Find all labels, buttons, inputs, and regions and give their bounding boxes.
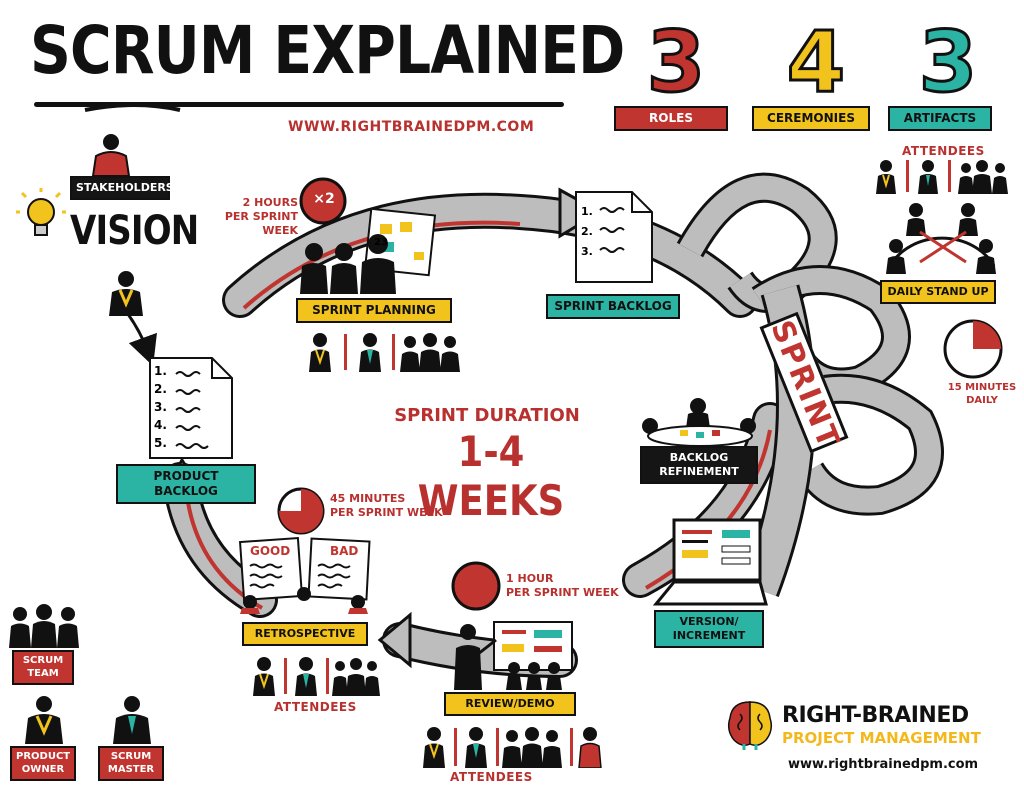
stakeholder-figure-icon (91, 134, 131, 176)
scrum-team-figures-icon (9, 604, 79, 648)
logo-title: RIGHT-BRAINED (782, 703, 969, 728)
planning-board-number: 23 (374, 237, 388, 248)
artifacts-count: 3 (917, 13, 978, 111)
vision-arrow (123, 309, 157, 367)
scrum-master-role-icon (113, 696, 151, 744)
vision-label: VISION (70, 208, 199, 254)
retro-clock-icon (277, 487, 325, 535)
review-demo-label: REVIEW/DEMO (444, 692, 576, 716)
backlog-item-number: 2. (581, 225, 593, 238)
duration-unit: PER SPRINT WEEK (330, 505, 443, 519)
review-presentation-icon (454, 621, 573, 690)
review-attendees-label: ATTENDEES (450, 770, 533, 784)
sprint-planning-multiplier: ×2 (313, 191, 335, 207)
version-increment-label: VERSION/ INCREMENT (654, 610, 764, 648)
logo-url[interactable]: www.rightbrainedpm.com (788, 757, 979, 772)
laptop-icon (652, 518, 768, 606)
product-backlog-list: 1. 2. 3. 4. 5. (154, 362, 167, 452)
product-owner-role-icon (25, 696, 63, 744)
retro-bad-label: BAD (330, 544, 359, 558)
retro-good-label: GOOD (250, 544, 291, 558)
artifacts-label: ARTIFACTS (888, 106, 992, 131)
arrow-head-2 (377, 611, 412, 669)
retrospective-duration: 45 MINUTES PER SPRINT WEEK (330, 492, 443, 520)
brain-logo-icon (727, 701, 773, 750)
review-attendees-icon (423, 727, 602, 768)
scrum-team-role-label: SCRUM TEAM (12, 650, 74, 685)
review-clock-icon (451, 561, 501, 611)
page-title: SCRUM EXPLAINED (30, 12, 625, 89)
ceremonies-count: 4 (785, 13, 846, 111)
backlog-item-number: 3. (154, 400, 167, 414)
sprint-loops (676, 172, 944, 598)
backlog-item-number: 2. (154, 382, 167, 396)
sprint-backlog-document-icon (575, 191, 653, 283)
scrum-master-role-label: SCRUM MASTER (98, 746, 164, 781)
sprint-backlog-list: 1. 2. 3. (581, 202, 593, 262)
product-backlog-document-icon (149, 357, 233, 459)
daily-standup-circle-icon (886, 203, 996, 274)
sprint-planning-team-icon (300, 208, 437, 294)
duration-value: 2 HOURS (242, 196, 298, 209)
sprint-duration-label: SPRINT DURATION (394, 405, 580, 426)
ceremonies-label: CEREMONIES (752, 106, 870, 131)
lightbulb-icon (16, 188, 66, 236)
retrospective-label: RETROSPECTIVE (242, 622, 368, 646)
retro-attendees-label: ATTENDEES (274, 700, 357, 714)
duration-value: 45 MINUTES (330, 492, 406, 505)
daily-standup-attendees-icon (876, 160, 1008, 194)
roles-count: 3 (645, 13, 706, 111)
duration-value: 1 HOUR (506, 572, 554, 585)
daily-standup-label: DAILY STAND UP (880, 280, 996, 304)
clock-icon (299, 177, 347, 225)
retro-attendees-icon (253, 657, 380, 696)
duration-unit: DAILY (966, 394, 998, 406)
duration-unit: PER SPRINT WEEK (506, 585, 619, 599)
backlog-item-number: 4. (154, 418, 167, 432)
daily-standup-duration: 15 MINUTES DAILY (944, 382, 1020, 407)
product-owner-figure-icon (109, 271, 143, 316)
sprint-duration-value: 1-4 WEEKS (417, 427, 565, 525)
roles-label: ROLES (614, 106, 728, 131)
backlog-item-number: 1. (154, 364, 167, 378)
backlog-refinement-table-icon (642, 398, 756, 447)
duration-unit: PER SPRINT WEEK (224, 209, 298, 237)
backlog-item-number: 5. (154, 436, 167, 450)
review-demo-duration: 1 HOUR PER SPRINT WEEK (506, 572, 619, 600)
daily-standup-attendees-label: ATTENDEES (902, 144, 985, 158)
duration-value: 15 MINUTES (947, 382, 1017, 393)
sprint-backlog-label: SPRINT BACKLOG (546, 294, 680, 319)
good-bad-board-icon (238, 536, 371, 614)
backlog-item-number: 3. (581, 245, 593, 258)
product-owner-role-label: PRODUCT OWNER (10, 746, 76, 781)
sprint-planning-label: SPRINT PLANNING (296, 298, 452, 323)
title-underline (34, 102, 564, 107)
sprint-planning-attendees-icon (309, 333, 460, 372)
backlog-refinement-label: BACKLOG REFINEMENT (640, 446, 758, 484)
product-backlog-label: PRODUCT BACKLOG (116, 464, 256, 504)
backlog-item-number: 1. (581, 205, 593, 218)
sprint-planning-duration: 2 HOURS PER SPRINT WEEK (198, 196, 298, 237)
logo-subtitle: PROJECT MANAGEMENT (782, 729, 981, 747)
website-url[interactable]: WWW.RIGHTBRAINEDPM.COM (288, 119, 535, 135)
daily-clock-icon (943, 319, 1003, 379)
stakeholders-label: STAKEHOLDERS (70, 176, 174, 200)
